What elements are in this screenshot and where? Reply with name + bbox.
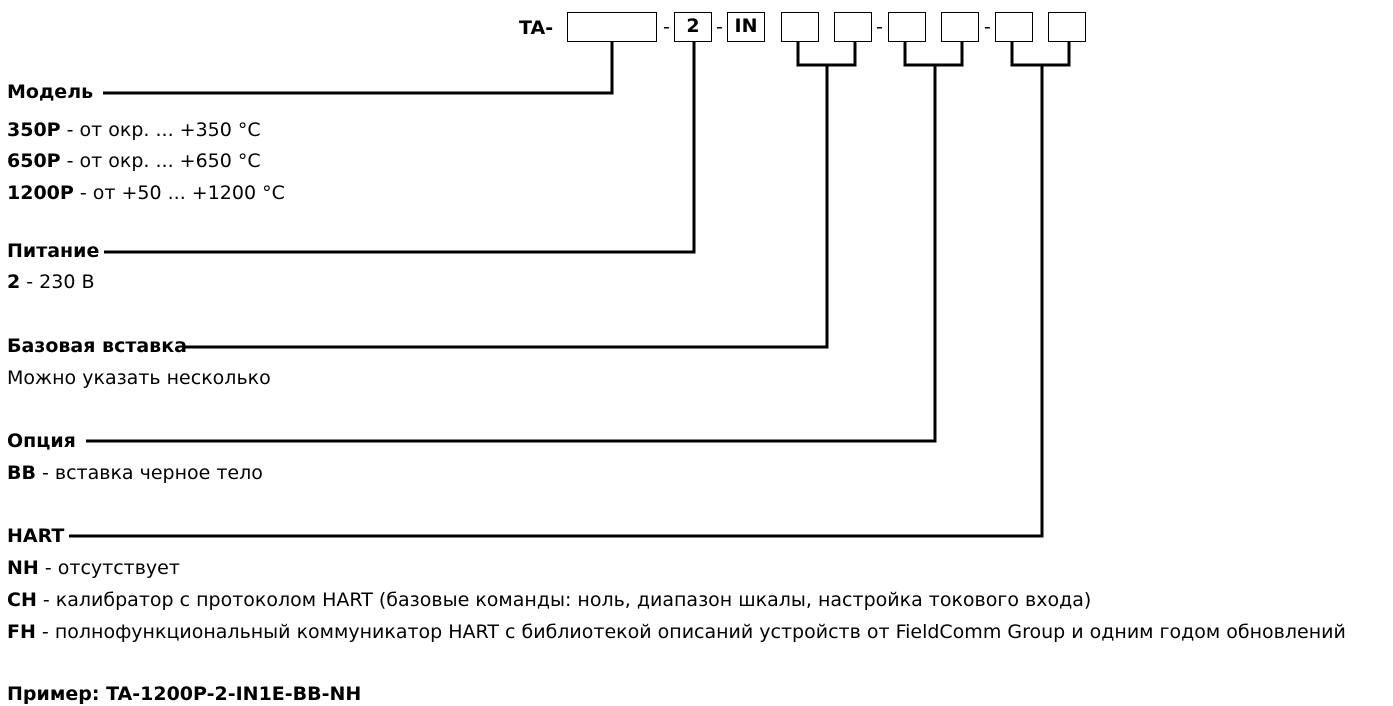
option-code: BB [7,462,36,484]
hart-desc: - полнофункциональный коммуникатор HART … [35,621,1346,643]
code-separator: - [984,16,991,38]
model-option-350p: 350P - от окр. ... +350 °C [7,119,261,141]
insert-bracket [796,42,857,67]
power-connector [104,42,696,254]
model-option-650p: 650P - от окр. ... +650 °C [7,150,261,172]
hart-option-nh: NH - отсутствует [7,557,180,579]
hart-code: FH [7,621,36,643]
model-option-1200p: 1200P - от +50 ... +1200 °C [7,182,285,204]
power-code-box: 2 [674,12,712,42]
option-desc: - вставка черное тело [35,462,263,484]
option-title: Опция [7,430,76,452]
code-prefix: TA- [519,17,554,39]
example-value: TA-1200P-2-IN1E-BB-NH [106,683,362,705]
insert-title: Базовая вставка [7,335,187,357]
option-code-box-b [941,12,979,42]
power-title: Питание [7,240,100,262]
code-separator: - [663,16,670,38]
insert-fixed-box: IN [727,12,765,42]
hart-bracket [1010,42,1071,67]
model-title: Модель [7,81,94,103]
option-bracket [903,42,964,67]
power-code: 2 [7,271,21,293]
model-desc: - от +50 ... +1200 °C [73,182,285,204]
code-separator: - [876,16,883,38]
model-code: 1200P [7,182,74,204]
model-desc: - от окр. ... +650 °C [60,150,261,172]
model-code: 650P [7,150,61,172]
power-option-2: 2 - 230 В [7,271,95,293]
hart-code-box-a [995,12,1033,42]
model-desc: - от окр. ... +350 °C [60,119,261,141]
model-code: 350P [7,119,61,141]
hart-code: NH [7,557,39,579]
hart-code: CH [7,589,37,611]
option-item-bb: BB - вставка черное тело [7,462,263,484]
example-line: Пример: TA-1200P-2-IN1E-BB-NH [7,683,361,705]
hart-desc: - отсутствует [38,557,180,579]
hart-title: HART [7,525,65,547]
option-connector [86,65,937,443]
hart-option-fh: FH - полнофункциональный коммуникатор HA… [7,621,1346,643]
option-code-box-a [888,12,926,42]
power-desc: - 230 В [20,271,95,293]
insert-connector [183,65,829,349]
example-label: Пример: [7,683,100,705]
insert-note: Можно указать несколько [7,367,271,389]
insert-code-box-a [781,12,819,42]
code-separator: - [716,16,723,38]
hart-option-ch: CH - калибратор с протоколом HART (базов… [7,589,1091,611]
insert-code-box-b [834,12,872,42]
hart-connector [69,65,1044,538]
model-code-box [567,12,657,42]
hart-code-box-b [1048,12,1086,42]
model-connector [103,42,614,95]
hart-desc: - калибратор с протоколом HART (базовые … [36,589,1092,611]
